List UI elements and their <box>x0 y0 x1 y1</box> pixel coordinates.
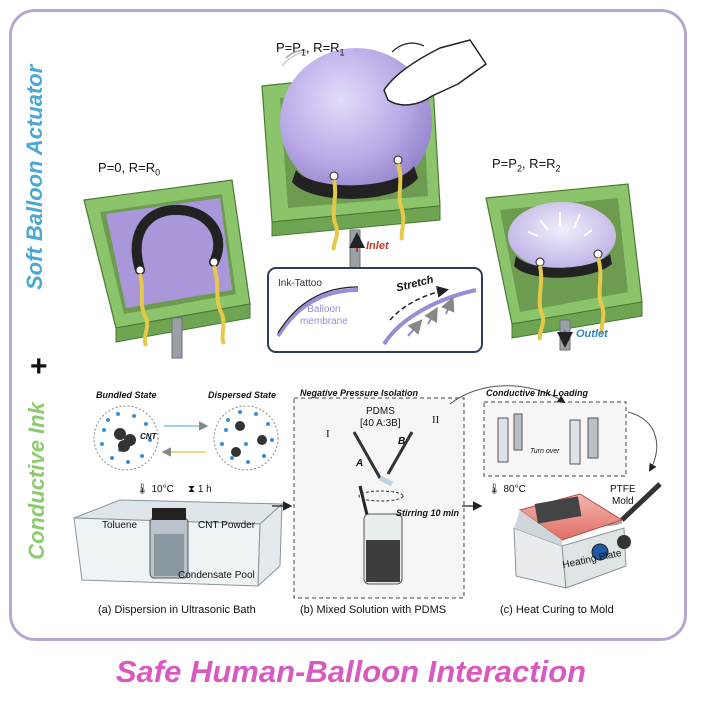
roman-2-label: II <box>432 414 440 426</box>
main-frame <box>9 9 687 641</box>
process-dispersion <box>73 405 284 588</box>
temp-1-label: 🌡 10°C <box>136 484 174 495</box>
ink-tattoo-label: Ink-Tattoo <box>278 278 322 289</box>
letter-a-label: A <box>356 458 364 469</box>
time-1-label: ⧗ 1 h <box>188 484 212 495</box>
caption-b: (b) Mixed Solution with PDMS <box>300 604 447 616</box>
cnt-powder-label: CNT Powder <box>198 520 256 531</box>
bottom-title: Safe Human-Balloon Interaction <box>115 654 587 689</box>
bundled-state-label: Bundled State <box>96 390 157 400</box>
state-2-label: P=P2, R=R2 <box>492 156 561 174</box>
process-curing <box>449 385 662 589</box>
dispersed-state-label: Dispersed State <box>208 390 277 400</box>
outlet-label: Outlet <box>576 328 608 340</box>
actuator-state-0 <box>83 179 251 359</box>
inlet-label: Inlet <box>366 240 389 252</box>
plus-sign: + <box>30 350 48 383</box>
ptfe-mold-label: PTFE Mold <box>610 484 636 507</box>
letter-b-label: B <box>398 436 406 447</box>
cnt-label: CNT <box>140 432 157 441</box>
caption-a: (a) Dispersion in Ultrasonic Bath <box>98 604 256 616</box>
roman-1-label: I <box>326 428 330 440</box>
negative-pressure-label: Negative Pressure Isolation <box>300 388 419 398</box>
stirring-label: Stirring 10 min <box>396 508 460 518</box>
temp-2-label: 🌡 80°C <box>488 484 526 495</box>
process-mixing <box>272 397 483 599</box>
state-0-label: P=0, R=R0 <box>98 160 161 178</box>
ink-loading-label: Conductive Ink Loading <box>486 388 589 398</box>
caption-c: (c) Heat Curing to Mold <box>500 604 614 616</box>
toluene-label: Toluene <box>102 520 138 531</box>
turn-over-label: Turn over <box>530 448 560 455</box>
membrane-inset <box>267 267 483 353</box>
pdms-label: PDMS <box>366 406 395 417</box>
ratio-label: [40 A:3B] <box>360 418 401 429</box>
balloon-membrane-label: Balloon membrane <box>300 304 348 327</box>
actuator-state-1 <box>261 39 488 271</box>
condensate-pool-label: Condensate Pool <box>178 570 255 581</box>
state-1-label: P=P1, R=R1 <box>276 40 345 58</box>
actuator-state-2 <box>485 183 643 351</box>
